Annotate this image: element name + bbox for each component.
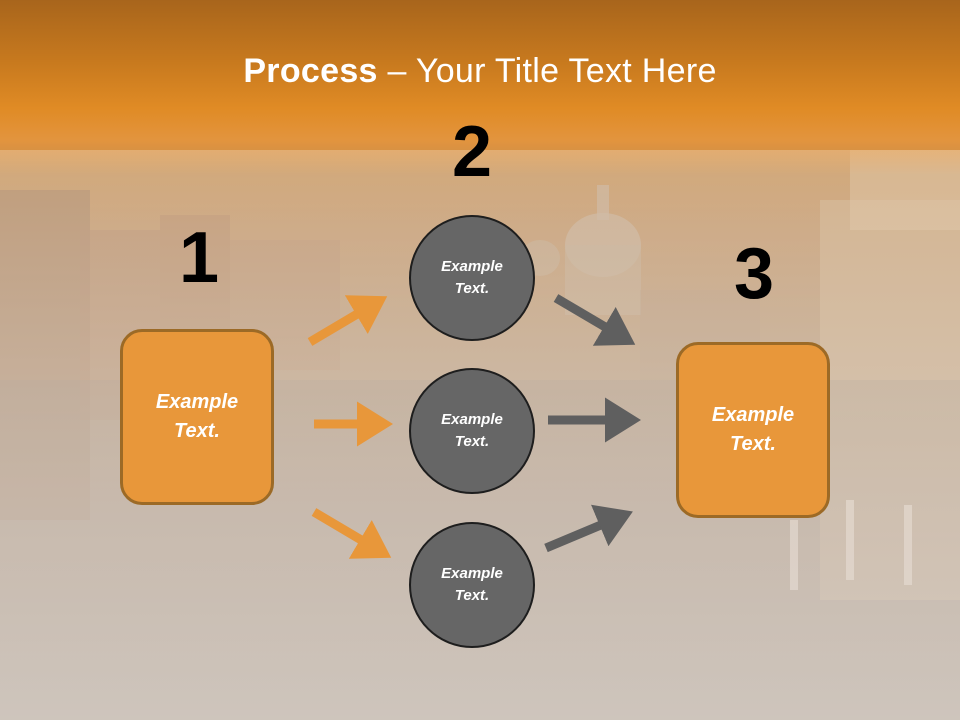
- step-number-3: 3: [733, 234, 775, 314]
- step-number-1: 1: [178, 218, 220, 298]
- step-number-2: 2: [451, 112, 493, 192]
- circle-bottom-label: Example Text.: [441, 564, 503, 605]
- circle-middle-label: Example Text.: [441, 410, 503, 451]
- title-rest: – Your Title Text Here: [377, 52, 717, 90]
- step-2-circle-bottom: Example Text.: [409, 522, 535, 648]
- slide-title: Process – Your Title Text Here: [0, 52, 960, 91]
- arrow-to-circle-3: [311, 508, 392, 559]
- step-2-circle-top: Example Text.: [409, 215, 535, 341]
- step-2-circle-middle: Example Text.: [409, 368, 535, 494]
- header-band: [0, 0, 960, 175]
- arrow-from-circle-1: [553, 294, 636, 346]
- arrow-from-circle-3: [544, 504, 633, 553]
- title-bold: Process: [243, 52, 378, 90]
- step-1-box: Example Text.: [120, 329, 274, 505]
- step-3-label: Example Text.: [711, 404, 795, 455]
- step-3-box: Example Text.: [676, 342, 830, 518]
- circle-top-label: Example Text.: [441, 257, 503, 298]
- step-1-label: Example Text.: [155, 391, 239, 442]
- arrow-to-circle-1: [307, 295, 388, 346]
